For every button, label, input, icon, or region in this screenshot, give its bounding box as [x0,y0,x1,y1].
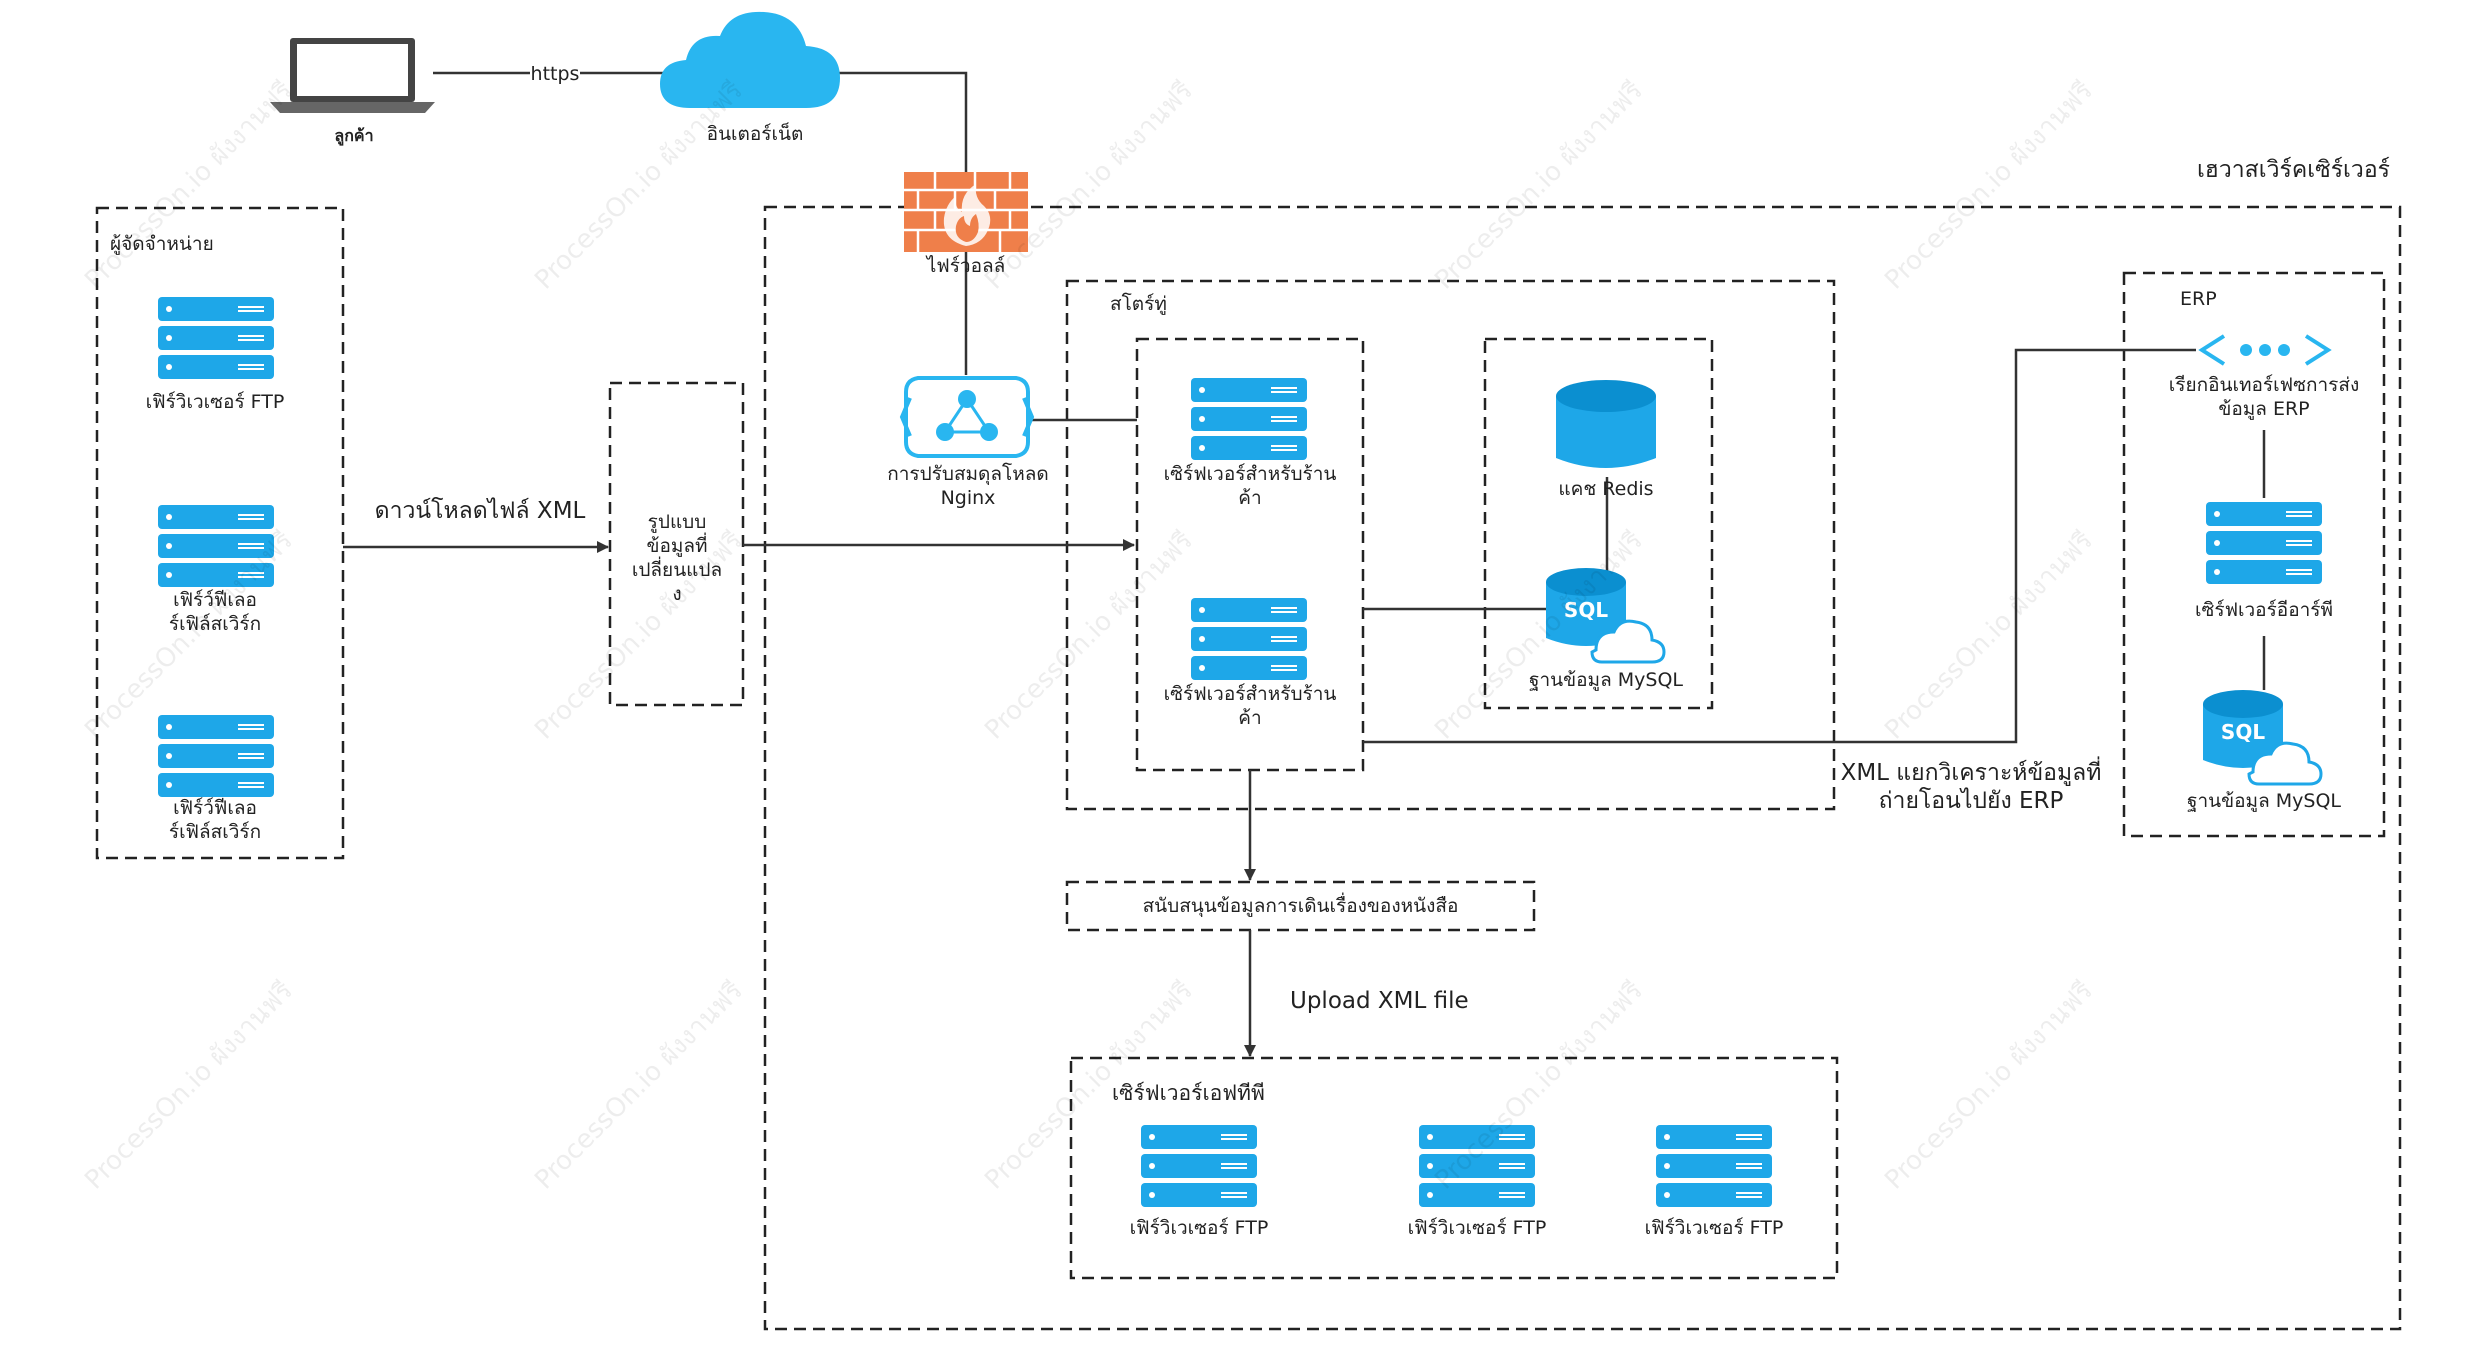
erp-interface-icon [2198,334,2332,366]
line-internet-firewall [838,71,968,172]
redis-label: แคช Redis [1558,478,1654,500]
ftp-a-label: เฟิร์วิเวเซอร์ FTP [1129,1217,1269,1239]
file-server-2-label-2: ร์เฟิล์สเวิร์ก [168,821,262,843]
mysql-store-label: ฐานข้อมูล MySQL [1529,669,1683,691]
internet-label: อินเตอร์เน็ต [706,123,804,145]
sql-badge-erp: SQL [2221,720,2265,744]
server-icon-ftp-c [1656,1125,1772,1207]
ftp-b-label: เฟิร์วิเวเซอร์ FTP [1407,1217,1547,1239]
server-icon-shop-1 [1191,378,1307,460]
load-balancer-icon [899,376,1035,458]
erp-interface-label-1: เรียกอินเทอร์เฟซการส่ง [2168,374,2360,396]
mysql-erp-label: ฐานข้อมูล MySQL [2187,790,2341,812]
download-xml-label: ดาวน์โหลดไฟล์ XML [374,498,586,524]
ftp-group-label: เซิร์ฟเวอร์เอฟทีพี [1112,1081,1265,1105]
nginx-label-1: การปรับสมดุลโหลด [887,463,1049,485]
network-server-label: เฮวาสเวิร์คเซิร์เวอร์ [2196,157,2390,183]
transform-label-3: เปลี่ยนแปล [631,559,723,581]
xml-erp-label-1: XML แยกวิเคราะห์ข้อมูลที่ [1840,760,2102,786]
erp-server-label: เซิร์ฟเวอร์อีอาร์พี [2194,599,2334,621]
shop-server-1-label-2: ค้า [1238,487,1262,509]
server-icon-erp [2206,502,2322,584]
https-label: https [530,62,580,86]
upload-xml-label: Upload XML file [1290,988,1469,1014]
sql-badge-store: SQL [1564,598,1608,622]
supplier-box [95,206,345,860]
erp-interface-label-2: ข้อมูล ERP [2218,398,2310,420]
server-icon-file-1 [158,505,274,587]
book-support-box [1065,880,1536,932]
ftp-server-supplier-label: เฟิร์วิเวเซอร์ FTP [145,391,285,413]
erp-box [2122,271,2386,838]
server-icon-ftp-a [1141,1125,1257,1207]
ftp-group-box [1069,1056,1839,1280]
file-server-1-label-2: ร์เฟิล์สเวิร์ก [168,613,262,635]
store-label: สโตร์ทู่ [1110,293,1167,315]
server-icon-ftp-b [1419,1125,1535,1207]
firewall-icon [904,172,1028,252]
customer-label: ลูกค้า [334,126,374,145]
server-icon-file-2 [158,715,274,797]
xml-erp-label-2: ถ่ายโอนไปยัง ERP [1878,788,2064,814]
nginx-label-2: Nginx [940,487,996,509]
transform-label-4: ง [672,583,682,605]
file-server-1-label-1: เฟิร์ว์ฟีเลอ [173,589,257,611]
cloud-icon [660,11,840,108]
ftp-c-label: เฟิร์วิเวเซอร์ FTP [1644,1217,1784,1239]
cache-db-box [1483,337,1714,710]
network-server-box [763,205,2402,1331]
transform-label-1: รูปแบบ [647,511,707,533]
erp-label: ERP [2180,288,2217,310]
transform-label-2: ข้อมูลที่ [646,535,708,557]
file-server-2-label-1: เฟิร์ว์ฟีเลอ [173,797,257,819]
laptop-icon [270,38,435,113]
server-icon-shop-2 [1191,598,1307,680]
book-support-label: สนับสนุนข้อมูลการเดินเรื่องของหนังสือ [1142,895,1459,917]
shop-server-2-label-2: ค้า [1238,707,1262,729]
supplier-label: ผู้จัดจำหน่าย [110,233,214,255]
redis-cache-icon [1556,380,1656,468]
shop-server-1-label-1: เซิร์ฟเวอร์สำหรับร้าน [1163,463,1337,485]
shop-server-2-label-1: เซิร์ฟเวอร์สำหรับร้าน [1163,683,1337,705]
line-shop-erp [1363,348,2196,744]
firewall-label: ไฟร์วอลล์ [926,255,1006,277]
server-icon-ftp-supplier [158,297,274,379]
